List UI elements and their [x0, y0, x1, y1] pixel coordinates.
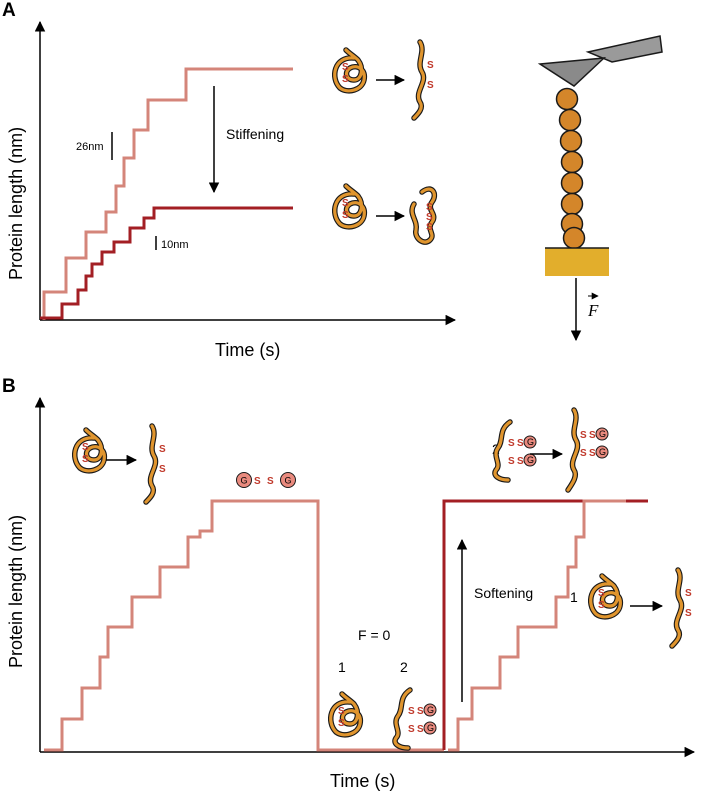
- protein-bead-chain-icon: [555, 87, 586, 250]
- panel-b-y-axis-title: Protein length (nm): [6, 515, 26, 668]
- folded-protein-icon: [331, 694, 361, 735]
- glutathione-disulfide-icon: G S S G: [236, 472, 296, 488]
- panel-a-x-axis-title: Time (s): [215, 340, 280, 360]
- partially-unfolded-protein-icon: [412, 189, 434, 242]
- folded-protein-icon: [75, 430, 105, 471]
- panel-a-y-axis-title: Protein length (nm): [6, 127, 26, 280]
- panel-label-b: B: [2, 376, 16, 397]
- substrate-block-icon: [545, 248, 609, 276]
- stiffening-label: Stiffening: [226, 126, 284, 142]
- unfolded-protein-icon: [672, 570, 692, 646]
- panel-a-light-trace: [42, 67, 293, 320]
- svg-text:G: G: [285, 476, 292, 486]
- glutathionylated-protein-icon: [395, 690, 436, 748]
- scale-label-26nm: 26nm: [76, 141, 104, 153]
- glutathionylated-protein-icon: [495, 422, 536, 480]
- state-label-2: 2: [400, 659, 408, 675]
- force-zero-label: F = 0: [358, 627, 391, 643]
- panel-b-x-axis-title: Time (s): [330, 771, 395, 791]
- folded-protein-icon: [591, 576, 621, 617]
- svg-text:S: S: [254, 476, 261, 487]
- softening-label: Softening: [474, 585, 533, 601]
- panel-label-a: A: [2, 0, 16, 21]
- unfolded-protein-icon: [414, 42, 434, 118]
- state-label-1: 1: [570, 589, 578, 605]
- panel-b-dark-trace: [442, 499, 648, 750]
- folded-protein-icon: [335, 186, 365, 227]
- panel-b-axes: [34, 396, 696, 758]
- scale-label-10nm: 10nm: [161, 239, 189, 251]
- folded-protein-icon: [335, 50, 365, 91]
- panel-b-light-trace-2: [448, 499, 626, 752]
- state-label-1: 1: [338, 659, 346, 675]
- panel-a-axes: [34, 20, 457, 326]
- panel-b-light-trace-1: [44, 499, 444, 752]
- unfolded-protein-icon: [146, 426, 166, 502]
- glutathionylated-unfolded-protein-icon: [568, 410, 608, 490]
- panel-a-dark-trace: [40, 206, 293, 320]
- force-vector-label: F: [587, 301, 599, 320]
- afm-cantilever-icon: [537, 35, 663, 87]
- svg-text:S: S: [267, 476, 274, 487]
- svg-text:G: G: [241, 476, 248, 486]
